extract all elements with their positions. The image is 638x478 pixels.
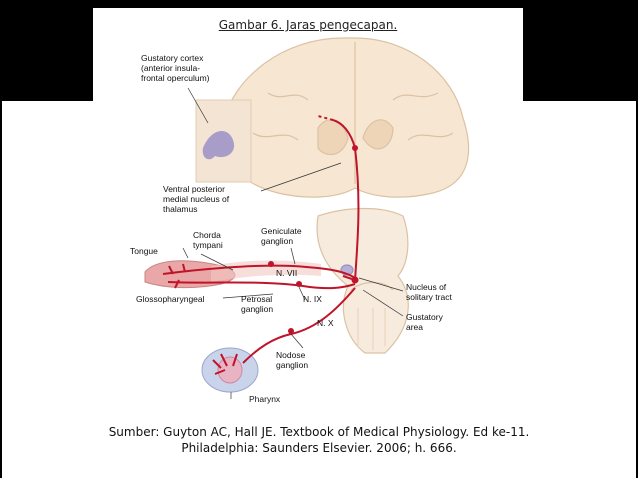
label-geniculate-ganglion: Geniculate ganglion (261, 226, 302, 246)
label-nodose-ganglion: Nodose ganglion (276, 350, 309, 370)
caption-line-1: Sumber: Guyton AC, Hall JE. Textbook of … (108, 425, 530, 439)
label-n-vii: N. VII (276, 268, 298, 278)
label-n-ix: N. IX (303, 294, 322, 304)
ganglia (268, 145, 359, 334)
figure-title: Gambar 6. Jaras pengecapan. (218, 18, 398, 32)
label-gustatory-area: Gustatory area (406, 312, 443, 332)
label-n-x: N. X (317, 318, 334, 328)
gustatory-cortex-highlight (202, 130, 235, 160)
label-glossopharyngeal: Glossopharyngeal (136, 294, 205, 304)
label-petrosal-ganglion: Petrosal ganglion (241, 294, 274, 314)
right-edge-line (636, 0, 638, 478)
brain-section (221, 37, 470, 198)
taste-pathway-figure: Gambar 6. Jaras pengecapan. Gustatory co… (93, 8, 523, 413)
label-nucleus-solitary-tract: Nucleus of solitary tract (406, 282, 452, 302)
leader-lines (182, 87, 404, 399)
label-tongue: Tongue (130, 246, 158, 256)
taste-pathway-diagram (144, 37, 470, 399)
cortex-inset (195, 99, 252, 183)
label-pharynx: Pharynx (249, 394, 281, 404)
left-edge-line (0, 0, 2, 478)
label-gustatory-cortex: Gustatory cortex (anterior insula- front… (141, 53, 210, 83)
nerve-sheath (211, 260, 321, 282)
brainstem (316, 207, 409, 354)
caption-line-2: Philadelphia: Saunders Elsevier. 2006; h… (181, 441, 457, 455)
label-vpm-thalamus: Ventral posterior medial nucleus of thal… (163, 184, 230, 214)
label-chorda-tympani: Chorda tympani (193, 230, 223, 250)
pharynx-shape (201, 347, 259, 393)
